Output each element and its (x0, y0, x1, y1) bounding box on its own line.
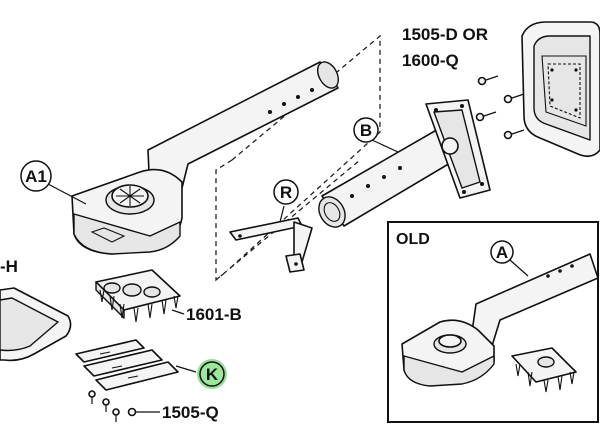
leader-b (371, 139, 399, 153)
callout-b-circle (353, 117, 379, 143)
plate-1601b-part (95, 269, 181, 323)
label-left-partial: -H (0, 257, 18, 276)
label-1505q: 1505-Q (162, 403, 219, 422)
strips-k-part (75, 339, 179, 391)
inset-old: OLD A (387, 221, 599, 423)
arm-a1-part (71, 61, 340, 255)
leader-k (175, 365, 197, 373)
leader-r (279, 205, 285, 223)
seat-screws (475, 75, 525, 140)
screws-1505q-part (88, 390, 137, 422)
seat-cover-part (521, 21, 600, 158)
callout-r: R (280, 183, 292, 202)
callout-inset-a: A (496, 243, 508, 262)
callout-k: K (206, 365, 219, 384)
callout-a1: A1 (25, 167, 47, 186)
label-seat-cover: 1505-D OR (402, 25, 488, 44)
leader-inset-a (509, 259, 529, 277)
callout-r-circle (273, 179, 299, 205)
label-seat-cover-alt: 1600-Q (402, 51, 459, 70)
callout-b: B (360, 121, 372, 140)
bracket-r-part (229, 217, 313, 273)
tray-partial-part (0, 287, 72, 362)
label-1601b: 1601-B (186, 305, 242, 324)
callout-a1-circle (20, 160, 52, 192)
tube-b-part (318, 99, 491, 228)
callout-inset-a-circle (490, 240, 514, 264)
leader-1601b (171, 309, 185, 315)
inset-title: OLD (396, 231, 430, 248)
callout-k-circle (199, 361, 225, 387)
leader-a1 (47, 183, 87, 205)
